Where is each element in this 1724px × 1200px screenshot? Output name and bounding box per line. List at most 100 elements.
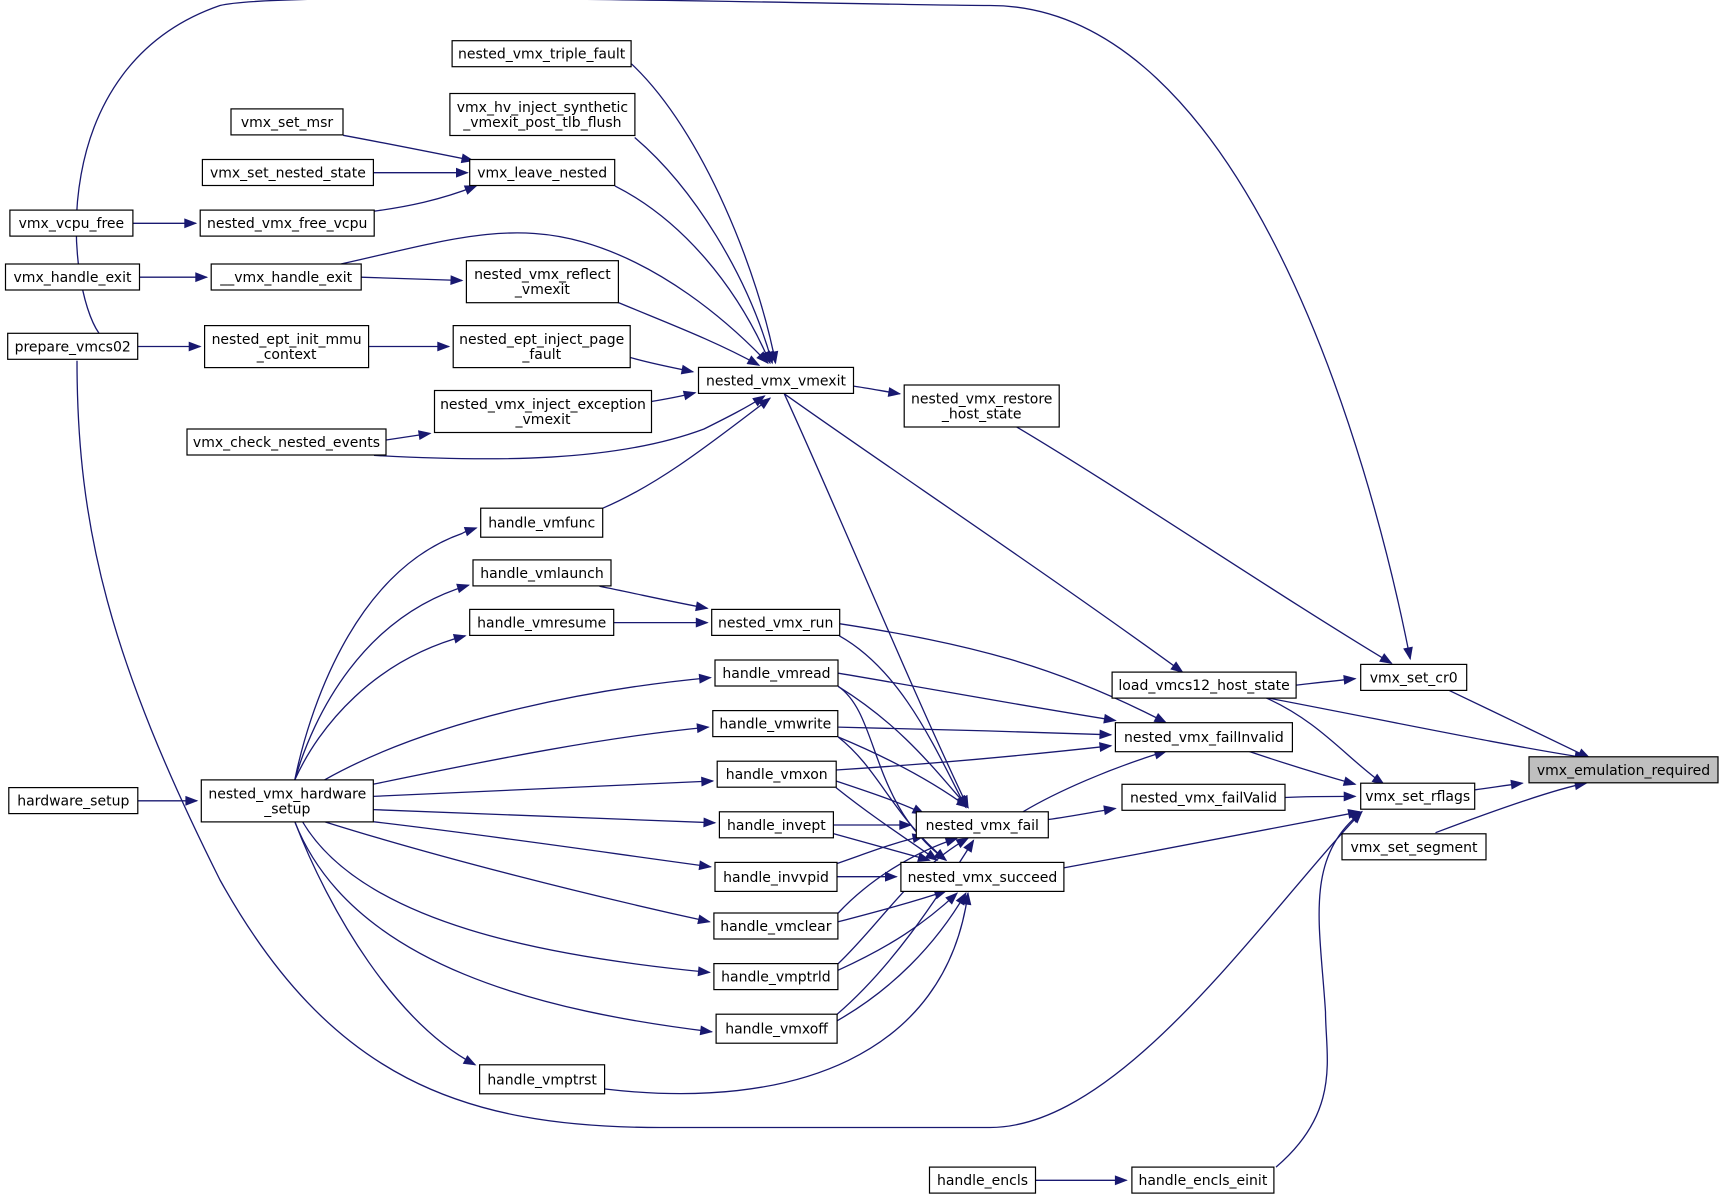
node-box bbox=[903, 384, 1060, 428]
node-handle_vmclear[interactable]: handle_vmclear bbox=[713, 912, 839, 940]
node-nested_vmx_free_vcpu[interactable]: nested_vmx_free_vcpu bbox=[199, 209, 375, 237]
node-vmx_leave_nested[interactable]: vmx_leave_nested bbox=[469, 158, 616, 187]
node-handle_encls[interactable]: handle_encls bbox=[928, 1166, 1037, 1194]
node-hardware_setup[interactable]: hardware_setup bbox=[8, 786, 139, 815]
node-label: handle_vmptrst bbox=[487, 1072, 597, 1088]
node-vmx_set_cr0[interactable]: vmx_set_cr0 bbox=[1360, 663, 1468, 692]
node-label: handle_vmread bbox=[722, 666, 830, 682]
node-handle_encls_einit[interactable]: handle_encls_einit bbox=[1131, 1166, 1275, 1194]
node-box bbox=[1114, 722, 1294, 753]
node-vmx_set_msr[interactable]: vmx_set_msr bbox=[230, 108, 344, 136]
node-handle_vmxoff[interactable]: handle_vmxoff bbox=[715, 1013, 838, 1044]
node-label: prepare_vmcs02 bbox=[15, 339, 131, 355]
node-box bbox=[697, 366, 855, 394]
call-edge-nested_vmx_hardware_setup-to-handle_vmlaunch bbox=[294, 584, 469, 781]
node-nested_ept_inject_page_fault[interactable]: nested_ept_inject_page_fault bbox=[452, 325, 631, 369]
node-box bbox=[199, 209, 375, 237]
node-label: _fault bbox=[521, 347, 561, 363]
arrowhead-nested_vmx_hardware_setup-to-handle_invept bbox=[703, 817, 717, 828]
node-box bbox=[713, 962, 839, 991]
node-__vmx_handle_exit[interactable]: __vmx_handle_exit bbox=[210, 263, 362, 291]
node-label: handle_invept bbox=[727, 818, 826, 834]
node-nested_vmx_reflect_vmexit[interactable]: nested_vmx_reflect_vmexit bbox=[465, 260, 619, 304]
node-nested_vmx_failValid[interactable]: nested_vmx_failValid bbox=[1121, 783, 1286, 811]
arrowhead-hardware_setup-to-nested_vmx_hardware_setup bbox=[185, 795, 199, 806]
node-prepare_vmcs02[interactable]: prepare_vmcs02 bbox=[7, 332, 139, 360]
node-vmx_vcpu_free[interactable]: vmx_vcpu_free bbox=[9, 209, 134, 237]
node-handle_vmlaunch[interactable]: handle_vmlaunch bbox=[472, 559, 612, 587]
node-vmx_handle_exit[interactable]: vmx_handle_exit bbox=[4, 263, 141, 291]
arrowhead-handle_vmptrld-to-nested_vmx_succeed bbox=[945, 892, 959, 905]
node-label: nested_vmx_triple_fault bbox=[458, 47, 626, 63]
node-nested_vmx_inject_exception_vmexit[interactable]: nested_vmx_inject_exception_vmexit bbox=[433, 389, 653, 434]
call-edge-vmx_set_segment-to-vmx_emulation_required bbox=[1435, 782, 1587, 834]
call-edge-prepare_vmcs02-to-vmx_set_cr0 bbox=[75, 0, 1411, 660]
arrowhead-nested_vmx_failValid-to-vmx_set_rflags bbox=[1343, 791, 1357, 802]
arrowhead-handle_invvpid-to-nested_vmx_succeed bbox=[885, 871, 898, 882]
node-vmx_check_nested_events[interactable]: vmx_check_nested_events bbox=[186, 428, 387, 456]
node-box bbox=[1131, 1166, 1275, 1194]
node-nested_vmx_run[interactable]: nested_vmx_run bbox=[711, 608, 841, 637]
node-box bbox=[915, 811, 1049, 839]
node-label: vmx_set_nested_state bbox=[210, 166, 366, 182]
node-box bbox=[718, 811, 835, 839]
node-handle_vmread[interactable]: handle_vmread bbox=[714, 659, 839, 687]
node-handle_vmwrite[interactable]: handle_vmwrite bbox=[712, 709, 839, 738]
arrowhead-nested_vmx_hardware_setup-to-handle_vmxoff bbox=[699, 1025, 714, 1036]
node-handle_vmresume[interactable]: handle_vmresume bbox=[469, 608, 615, 637]
node-label: handle_vmwrite bbox=[719, 717, 831, 733]
node-box bbox=[479, 1064, 606, 1095]
node-handle_vmptrst[interactable]: handle_vmptrst bbox=[479, 1064, 606, 1095]
arrowhead-handle_vmxoff-to-nested_vmx_fail bbox=[963, 839, 975, 853]
arrowhead-handle_vmfunc-to-nested_vmx_vmexit bbox=[757, 397, 772, 410]
node-vmx_set_segment[interactable]: vmx_set_segment bbox=[1341, 833, 1487, 861]
node-label: handle_encls_einit bbox=[1138, 1173, 1267, 1189]
node-handle_invvpid[interactable]: handle_invvpid bbox=[714, 861, 838, 893]
node-vmx_set_rflags[interactable]: vmx_set_rflags bbox=[1360, 782, 1476, 810]
call-edge-__vmx_handle_exit-to-nested_vmx_vmexit bbox=[340, 232, 769, 364]
node-label: nested_vmx_hardware bbox=[208, 786, 366, 802]
node-handle_vmxon[interactable]: handle_vmxon bbox=[716, 760, 837, 788]
arrowhead-vmx_check_nested_events-to-nested_vmx_inject_exception_vmexit bbox=[417, 430, 432, 441]
arrowhead-handle_vmptrst-to-nested_vmx_succeed bbox=[961, 891, 972, 906]
call-edge-handle_encls_einit-to-vmx_set_rflags bbox=[1275, 811, 1363, 1168]
node-box bbox=[715, 1013, 838, 1044]
call-edge-handle_vmptrld-to-nested_vmx_succeed bbox=[837, 892, 958, 971]
node-box bbox=[9, 209, 134, 237]
node-vmx_hv_inject_synthetic_vmexit_post_tlb_flush[interactable]: vmx_hv_inject_synthetic_vmexit_post_tlb_… bbox=[449, 92, 636, 137]
call-edge-nested_vmx_run-to-nested_vmx_failInvalid bbox=[839, 623, 1167, 724]
node-handle_vmfunc[interactable]: handle_vmfunc bbox=[480, 507, 604, 538]
node-nested_vmx_failInvalid[interactable]: nested_vmx_failInvalid bbox=[1114, 722, 1294, 753]
node-nested_vmx_hardware_setup[interactable]: nested_vmx_hardware_setup bbox=[200, 779, 374, 823]
node-vmx_set_nested_state[interactable]: vmx_set_nested_state bbox=[201, 158, 374, 187]
node-nested_ept_init_mmu_context[interactable]: nested_ept_init_mmu_context bbox=[204, 325, 370, 369]
node-label: vmx_vcpu_free bbox=[19, 216, 125, 232]
node-label: handle_vmxon bbox=[726, 767, 828, 783]
node-box bbox=[186, 428, 387, 456]
node-vmx_emulation_required[interactable]: vmx_emulation_required bbox=[1528, 756, 1719, 784]
node-nested_vmx_triple_fault[interactable]: nested_vmx_triple_fault bbox=[451, 40, 632, 68]
node-load_vmcs12_host_state[interactable]: load_vmcs12_host_state bbox=[1111, 671, 1297, 699]
arrowhead-nested_vmx_hardware_setup-to-handle_vmptrld bbox=[697, 966, 711, 977]
arrowhead-nested_vmx_hardware_setup-to-handle_vmresume bbox=[452, 633, 467, 644]
node-nested_vmx_fail[interactable]: nested_vmx_fail bbox=[915, 811, 1049, 839]
call-edge-nested_vmx_vmexit-to-load_vmcs12_host_state bbox=[783, 393, 1183, 673]
node-nested_vmx_succeed[interactable]: nested_vmx_succeed bbox=[900, 861, 1065, 893]
node-label: vmx_handle_exit bbox=[14, 270, 132, 286]
node-label: handle_vmclear bbox=[720, 919, 831, 935]
call-edge-handle_vmclear-to-nested_vmx_fail bbox=[837, 837, 958, 914]
node-label: nested_vmx_vmexit bbox=[706, 373, 846, 389]
node-nested_vmx_vmexit[interactable]: nested_vmx_vmexit bbox=[697, 366, 855, 394]
arrowhead-vmx_set_rflags-to-vmx_emulation_required bbox=[1510, 779, 1524, 790]
node-handle_invept[interactable]: handle_invept bbox=[718, 811, 835, 839]
arrowhead-vmx_set_nested_state-to-vmx_leave_nested bbox=[456, 167, 469, 178]
node-handle_vmptrld[interactable]: handle_vmptrld bbox=[713, 962, 839, 991]
node-label: vmx_leave_nested bbox=[477, 166, 607, 182]
call-edge-nested_vmx_run-to-nested_vmx_fail bbox=[838, 635, 967, 808]
arrowhead-prepare_vmcs02-to-vmx_set_cr0 bbox=[1403, 646, 1413, 661]
node-nested_vmx_restore_host_state[interactable]: nested_vmx_restore_host_state bbox=[903, 384, 1060, 428]
node-box bbox=[7, 332, 139, 360]
node-label: handle_vmxoff bbox=[725, 1022, 828, 1038]
node-label: handle_encls bbox=[937, 1173, 1028, 1189]
node-label: _host_state bbox=[941, 407, 1022, 423]
